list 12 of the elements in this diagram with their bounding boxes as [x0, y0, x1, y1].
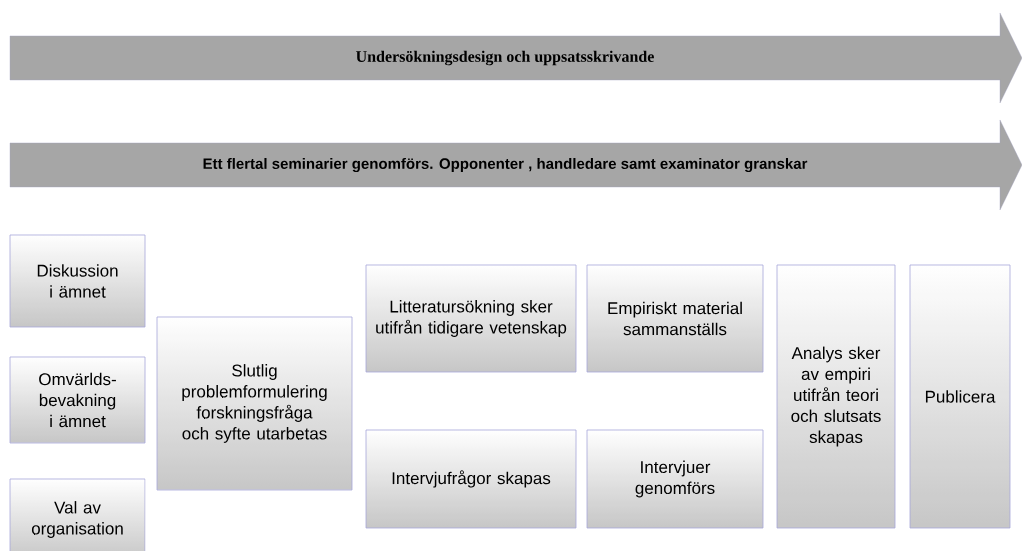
process-box: Intervjufrågor skapas [365, 429, 577, 529]
process-box: Publicera [909, 264, 1011, 529]
process-box: Slutlig problemformulering forskningsfråga och syfte utarbetas [156, 316, 353, 491]
process-box: Omvärlds- bevakning i ämnet [9, 356, 146, 444]
process-box: Litteratursökning sker utifrån tidigare vetenskap [365, 264, 577, 373]
process-box: Diskussion i ämnet [9, 234, 146, 328]
phase-banner: Ett flertal seminarier genomförs. Opponenter , handledare samt examinator granskar [9, 119, 1022, 211]
process-box: Empiriskt material sammanställs [586, 264, 764, 373]
process-box: Analys sker av empiri utifrån teori och slutsats skapas [776, 264, 896, 529]
phase-banner: Undersökningsdesign och uppsatsskrivande [9, 12, 1022, 104]
process-box: Val av organisation [9, 478, 146, 551]
process-box: Intervjuer genomförs [586, 429, 764, 529]
